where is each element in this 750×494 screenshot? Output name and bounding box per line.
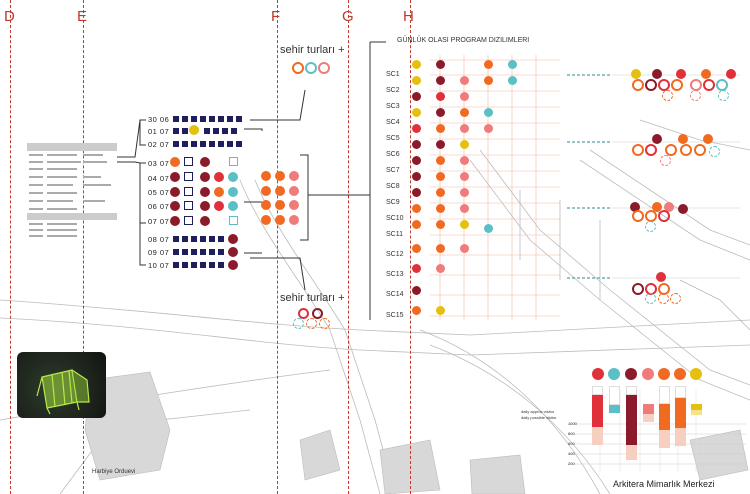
tour-ring [293,318,304,329]
chart-tick: 400 [568,451,575,456]
date-label: 09 07 [148,248,170,257]
tour-ring [305,62,317,74]
tour-ring [319,318,330,329]
scenario-label: SC2 [386,87,400,94]
place-label: Harbiye Orduevi [92,469,136,475]
grid-label-f: F [271,8,281,25]
program-table [27,143,117,239]
date-label: 03 07 [148,159,170,168]
scenario-label: SC12 [386,251,404,258]
scenario-label: SC13 [386,271,404,278]
scenario-label: SC11 [386,231,403,238]
tour-label-bottom: sehir turları + [280,292,345,304]
grid-line-f [277,0,278,494]
tour-ring [312,308,323,319]
grid-label-d: D [4,8,15,25]
scenario-label: SC5 [386,135,400,142]
scenario-label: SC9 [386,199,400,206]
grid-label-h: H [403,8,414,25]
scenario-label: SC6 [386,151,400,158]
chart-tick: 1000 [568,421,577,426]
scenario-label: SC14 [386,291,404,298]
date-label: 06 07 [148,202,170,211]
chart-tick: 800 [568,431,575,436]
date-label: 04 07 [148,174,170,183]
scenario-label: SC15 [386,312,404,319]
3d-model-thumbnail [17,352,106,418]
grid-label-e: E [77,8,88,25]
chart-tick: 600 [568,441,575,446]
program-title: GÜNLÜK OLASI PROGRAM DIZILIMLERI [397,37,530,44]
tour-ring [318,62,330,74]
footer-credit: Arkitera Mimarlık Merkezi [613,479,715,489]
scenario-label: SC4 [386,119,400,126]
date-label: 10 07 [148,261,170,270]
chart-legend-approx: daily approx visitor [521,409,555,414]
tour-ring [306,318,317,329]
date-label: 30 06 [148,115,170,124]
scenario-label: SC1 [386,71,400,78]
chart-tick: 200 [568,461,575,466]
grid-line-g [348,0,349,494]
tour-ring [298,308,309,319]
scenario-label: SC10 [386,215,404,222]
date-label: 01 07 [148,127,170,136]
date-label: 08 07 [148,235,170,244]
scenario-label: SC7 [386,167,400,174]
tour-ring [292,62,304,74]
scenario-label: SC3 [386,103,400,110]
grid-line-h [410,0,411,494]
date-label: 07 07 [148,217,170,226]
scenario-label: SC8 [386,183,400,190]
grid-line-e [83,0,84,494]
grid-label-g: G [342,8,354,25]
grid-line-d [10,0,11,494]
date-label: 05 07 [148,188,170,197]
chart-legend-possible: daily possible visitor [521,415,557,420]
date-label: 02 07 [148,140,170,149]
tour-label-top: sehir turları + [280,44,345,56]
